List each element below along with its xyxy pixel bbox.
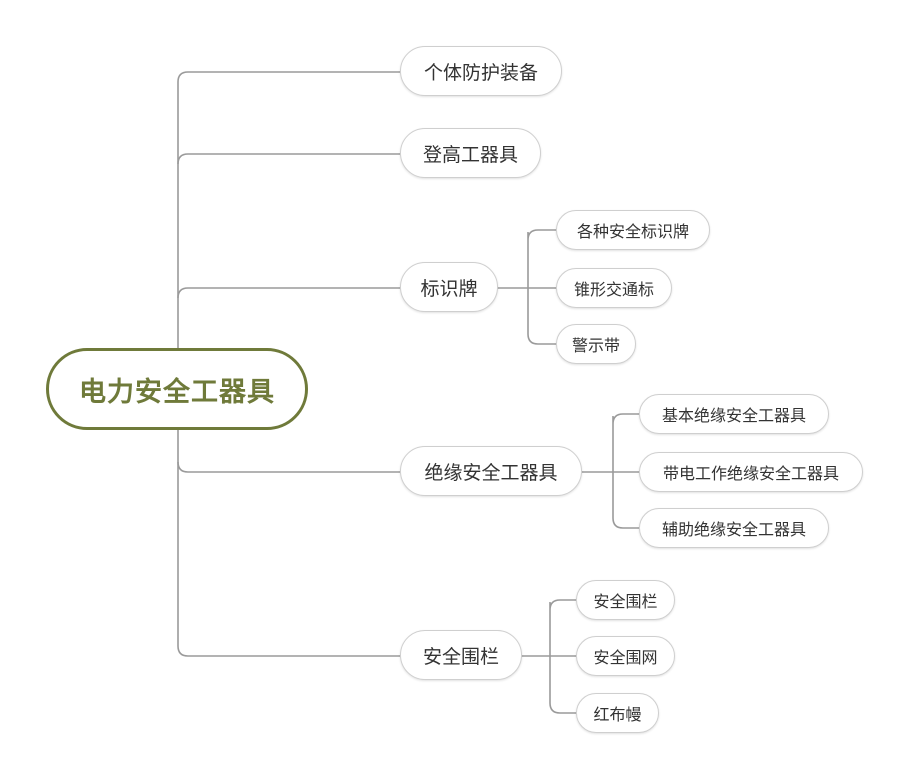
leaf-node[interactable]: 基本绝缘安全工器具 bbox=[639, 394, 829, 434]
branch-line-2 bbox=[177, 153, 400, 165]
leaf-label: 辅助绝缘安全工器具 bbox=[661, 520, 806, 539]
branch-label: 绝缘安全工器具 bbox=[424, 461, 558, 484]
leaf-label: 基本绝缘安全工器具 bbox=[661, 406, 806, 425]
branch-line-3 bbox=[177, 287, 400, 299]
leaf-label: 安全围网 bbox=[593, 648, 658, 667]
branch-node-denggao[interactable]: 登高工器具 bbox=[400, 128, 541, 178]
leaf-label: 安全围栏 bbox=[593, 592, 658, 611]
branch-node-biaoshipai[interactable]: 标识牌 bbox=[400, 262, 498, 312]
leaf-node[interactable]: 警示带 bbox=[556, 324, 636, 364]
leaf-label: 锥形交通标 bbox=[573, 280, 654, 299]
leaf-label: 警示带 bbox=[571, 336, 620, 355]
leaf-node[interactable]: 带电工作绝缘安全工器具 bbox=[639, 452, 863, 492]
branch-label: 安全围栏 bbox=[422, 645, 499, 668]
branch-node-weilan[interactable]: 安全围栏 bbox=[400, 630, 522, 680]
leaf-node[interactable]: 安全围栏 bbox=[576, 580, 675, 620]
root-label: 电力安全工器具 bbox=[79, 376, 275, 408]
branch-line-4 bbox=[177, 461, 400, 473]
sub-line-biaoshipai bbox=[497, 229, 556, 345]
leaf-label: 红布幔 bbox=[593, 705, 642, 724]
trunk-line-lower bbox=[177, 430, 400, 657]
branch-label: 个体防护装备 bbox=[423, 61, 538, 84]
sub-line-jueyuan bbox=[582, 413, 639, 529]
leaf-node[interactable]: 锥形交通标 bbox=[556, 268, 672, 308]
branch-label: 标识牌 bbox=[420, 277, 478, 300]
branch-node-geti[interactable]: 个体防护装备 bbox=[400, 46, 562, 96]
leaf-node[interactable]: 红布幔 bbox=[576, 693, 659, 733]
leaf-label: 带电工作绝缘安全工器具 bbox=[662, 464, 839, 483]
branch-label: 登高工器具 bbox=[422, 143, 518, 166]
leaf-label: 各种安全标识牌 bbox=[576, 222, 689, 241]
trunk-line bbox=[177, 71, 400, 348]
leaf-node[interactable]: 辅助绝缘安全工器具 bbox=[639, 508, 829, 548]
branch-node-jueyuan[interactable]: 绝缘安全工器具 bbox=[400, 446, 582, 496]
root-node[interactable]: 电力安全工器具 bbox=[46, 348, 308, 430]
leaf-node[interactable]: 各种安全标识牌 bbox=[556, 210, 710, 250]
sub-line-weilan bbox=[521, 599, 576, 714]
leaf-node[interactable]: 安全围网 bbox=[576, 636, 675, 676]
